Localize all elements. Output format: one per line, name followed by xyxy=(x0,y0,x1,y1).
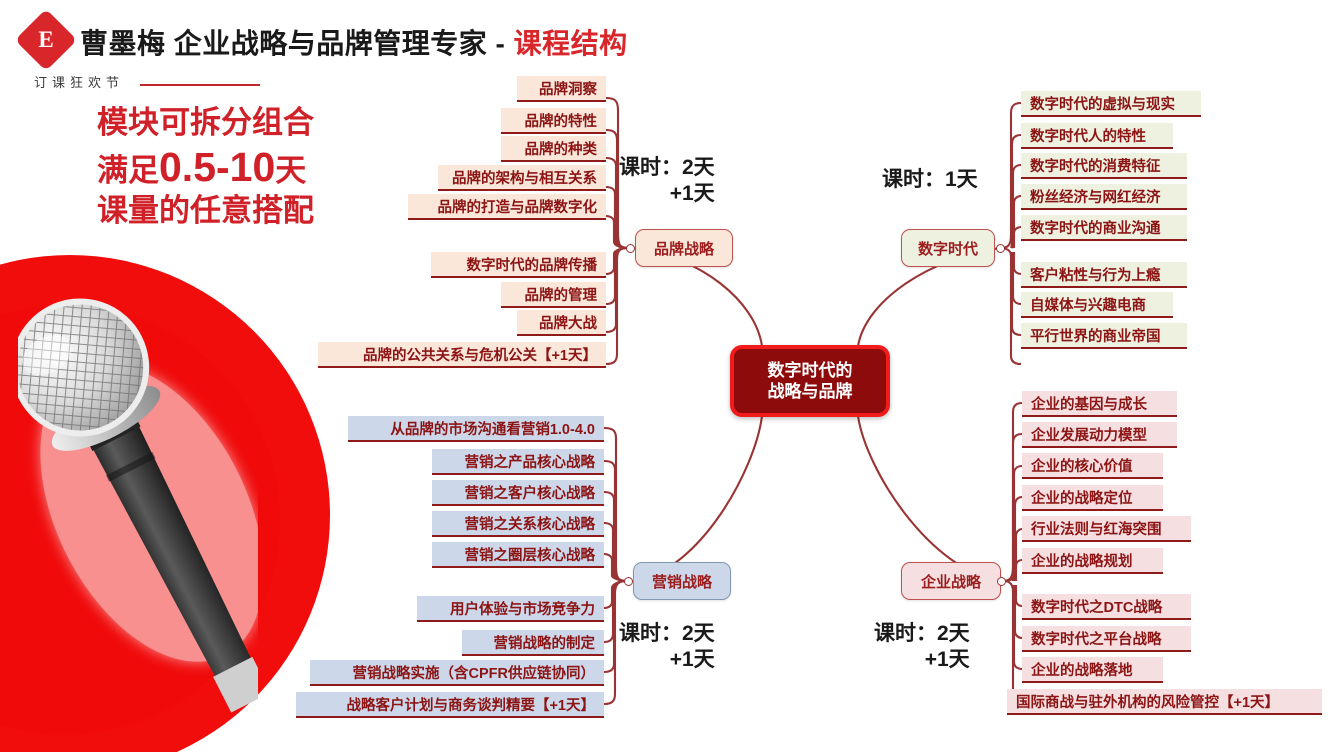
leaf-enterprise-0[interactable]: 企业的基因与成长 xyxy=(1022,391,1177,417)
leaf-enterprise-5[interactable]: 企业的战略规划 xyxy=(1022,548,1163,574)
leaf-brand-2[interactable]: 品牌的种类 xyxy=(501,136,606,162)
slogan-days-unit: 天 xyxy=(275,152,307,188)
leaf-enterprise-8[interactable]: 企业的战略落地 xyxy=(1022,657,1163,683)
branch-node-enterprise-strategy[interactable]: 企业战略 xyxy=(901,562,1001,600)
leaf-marketing-0[interactable]: 从品牌的市场沟通看营销1.0-4.0 xyxy=(348,416,604,442)
central-node[interactable]: 数字时代的 战略与品牌 xyxy=(730,345,890,417)
slogan-days-range: 0.5-10 xyxy=(159,143,276,190)
leaf-marketing-5[interactable]: 用户体验与市场竞争力 xyxy=(417,596,604,622)
leaf-enterprise-3[interactable]: 企业的战略定位 xyxy=(1022,485,1163,511)
hours-enterprise-line-1: 课时：2天 xyxy=(874,622,970,645)
leaf-brand-7[interactable]: 品牌大战 xyxy=(517,310,606,336)
page-title-accent: 课程结构 xyxy=(513,28,628,59)
hub-dot-marketing xyxy=(624,577,633,586)
hours-label-marketing-strategy: 课时：2天 +1天 xyxy=(619,621,715,672)
leaf-enterprise-6[interactable]: 数字时代之DTC战略 xyxy=(1022,594,1191,620)
hub-dot-enterprise xyxy=(997,577,1006,586)
leaf-digital-0[interactable]: 数字时代的虚拟与现实 xyxy=(1021,91,1201,117)
slogan-block: 模块可拆分组合 满足0.5-10天 课量的任意搭配 xyxy=(97,104,314,230)
leaf-marketing-1[interactable]: 营销之产品核心战略 xyxy=(432,449,604,475)
leaf-marketing-8[interactable]: 战略客户计划与商务谈判精要【+1天】 xyxy=(296,692,604,718)
central-node-line-2: 战略与品牌 xyxy=(767,382,853,401)
leaf-marketing-4[interactable]: 营销之圈层核心战略 xyxy=(432,542,604,568)
page-title: 曹墨梅 企业战略与品牌管理专家 - 课程结构 xyxy=(80,22,628,62)
leaf-digital-4[interactable]: 数字时代的商业沟通 xyxy=(1021,215,1187,241)
branch-node-digital-age[interactable]: 数字时代 xyxy=(901,229,995,267)
leaf-digital-7[interactable]: 平行世界的商业帝国 xyxy=(1021,323,1187,349)
leaf-enterprise-2[interactable]: 企业的核心价值 xyxy=(1022,453,1163,479)
leaf-digital-6[interactable]: 自媒体与兴趣电商 xyxy=(1021,292,1173,318)
leaf-enterprise-1[interactable]: 企业发展动力模型 xyxy=(1022,422,1177,448)
leaf-brand-0[interactable]: 品牌洞察 xyxy=(517,76,606,102)
slogan-line-3: 课量的任意搭配 xyxy=(97,192,314,228)
slogan-line-2-prefix: 满足 xyxy=(97,152,159,188)
hub-dot-brand xyxy=(626,244,635,253)
central-node-line-1: 数字时代的 xyxy=(767,360,853,380)
hours-marketing-line-2: +1天 xyxy=(669,647,715,671)
leaf-marketing-7[interactable]: 营销战略实施（含CPFR供应链协同） xyxy=(310,660,604,686)
leaf-digital-2[interactable]: 数字时代的消费特征 xyxy=(1021,153,1187,179)
leaf-enterprise-7[interactable]: 数字时代之平台战略 xyxy=(1022,626,1191,652)
leaf-brand-1[interactable]: 品牌的特性 xyxy=(501,108,606,134)
slogan-line-1: 模块可拆分组合 xyxy=(97,105,314,140)
branch-node-brand-strategy[interactable]: 品牌战略 xyxy=(635,229,733,267)
hours-marketing-line-1: 课时：2天 xyxy=(619,622,715,645)
hours-label-enterprise-strategy: 课时：2天 +1天 xyxy=(874,621,970,672)
page-title-main: 曹墨梅 企业战略与品牌管理专家 xyxy=(80,28,488,59)
leaf-brand-3[interactable]: 品牌的架构与相互关系 xyxy=(438,165,606,191)
header-rule xyxy=(140,84,260,86)
hours-digital-line-1: 课时：1天 xyxy=(882,168,978,191)
leaf-digital-5[interactable]: 客户粘性与行为上瘾 xyxy=(1021,262,1187,288)
leaf-marketing-3[interactable]: 营销之关系核心战略 xyxy=(432,511,604,537)
leaf-brand-8[interactable]: 品牌的公共关系与危机公关【+1天】 xyxy=(318,342,606,368)
leaf-brand-6[interactable]: 品牌的管理 xyxy=(501,282,606,308)
branch-node-marketing-strategy[interactable]: 营销战略 xyxy=(633,562,731,600)
hours-label-brand-strategy: 课时：2天 +1天 xyxy=(619,155,715,206)
header-subtitle: 订课狂欢节 xyxy=(34,75,125,90)
leaf-brand-4[interactable]: 品牌的打造与品牌数字化 xyxy=(408,194,606,220)
leaf-digital-3[interactable]: 粉丝经济与网红经济 xyxy=(1021,184,1187,210)
slogan-line-2: 满足0.5-10天 xyxy=(97,142,314,192)
leaf-digital-1[interactable]: 数字时代人的特性 xyxy=(1021,123,1173,149)
hours-enterprise-line-2: +1天 xyxy=(924,647,970,671)
leaf-enterprise-9[interactable]: 国际商战与驻外机构的风险管控【+1天】 xyxy=(1007,689,1322,715)
hub-dot-digital xyxy=(996,244,1005,253)
hours-brand-line-2: +1天 xyxy=(669,181,715,205)
leaf-marketing-6[interactable]: 营销战略的制定 xyxy=(462,630,604,656)
hours-label-digital-age: 课时：1天 xyxy=(882,167,978,193)
page-title-separator: - xyxy=(487,28,514,59)
leaf-marketing-2[interactable]: 营销之客户核心战略 xyxy=(432,480,604,506)
logo-glyph: E xyxy=(38,27,54,52)
hours-brand-line-1: 课时：2天 xyxy=(619,156,715,179)
leaf-brand-5[interactable]: 数字时代的品牌传播 xyxy=(431,252,606,278)
leaf-enterprise-4[interactable]: 行业法则与红海突围 xyxy=(1022,516,1191,542)
